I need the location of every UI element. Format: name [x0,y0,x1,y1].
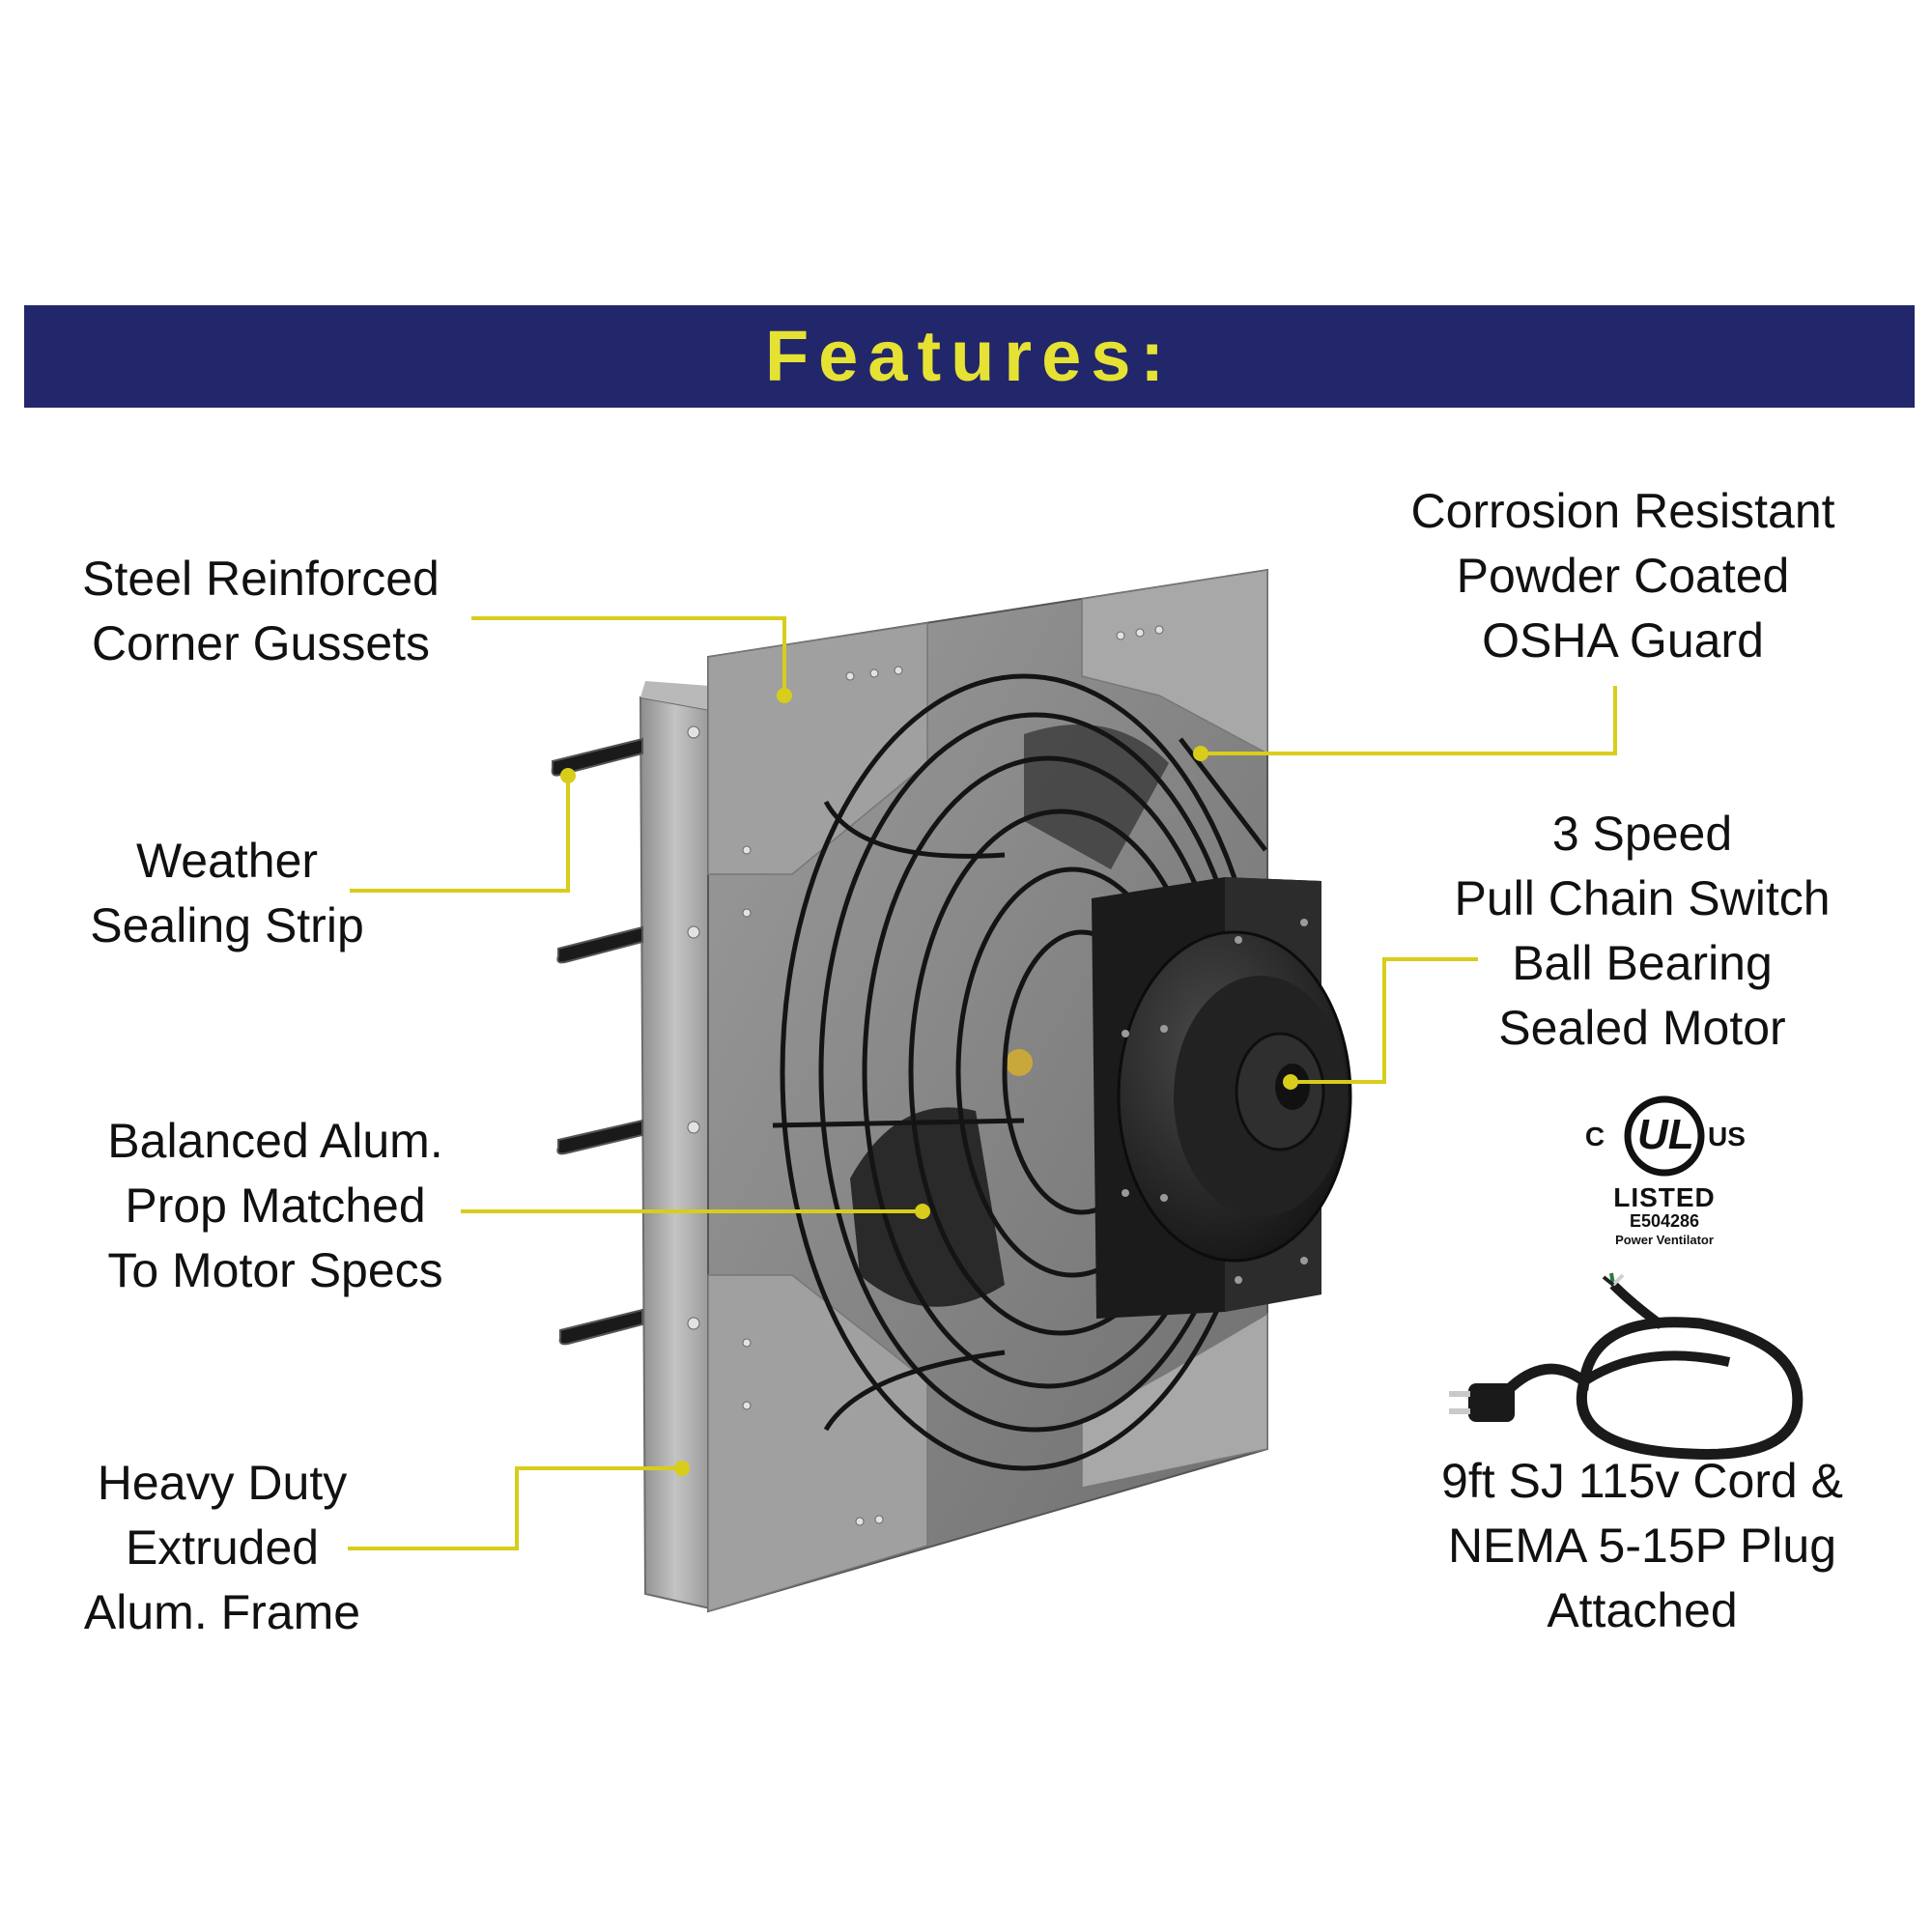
callout-line-frame [348,1466,682,1550]
callout-text: Balanced Alum. [107,1114,443,1168]
callout-text: Steel Reinforced [82,552,440,606]
features-banner: Features: [24,305,1915,408]
callout-text: Sealing Strip [90,898,364,952]
power-cord-image [1449,1272,1804,1460]
callout-text: 9ft SJ 115v Cord & [1441,1454,1843,1508]
callout-prop: Balanced Alum. Prop Matched To Motor Spe… [72,1109,478,1303]
callout-text: OSHA Guard [1482,613,1764,668]
ul-letters: UL [1637,1111,1694,1158]
callout-guard: Corrosion Resistant Powder Coated OSHA G… [1381,479,1864,673]
callout-text: Extruded [125,1520,320,1575]
banner-title: Features: [764,316,1175,396]
weather-sealing-strip [551,737,643,1346]
callout-motor: 3 Speed Pull Chain Switch Ball Bearing S… [1410,802,1874,1061]
ul-c: C [1584,1122,1605,1151]
callout-text: 3 Speed [1551,807,1733,861]
callout-text: Prop Matched [125,1179,426,1233]
callout-text: Attached [1547,1583,1738,1637]
callout-text: NEMA 5-15P Plug [1447,1519,1837,1573]
callout-frame: Heavy Duty Extruded Alum. Frame [58,1451,386,1645]
callout-text: Heavy Duty [97,1456,348,1510]
ul-us: US [1708,1122,1746,1151]
callout-text: Sealed Motor [1498,1001,1786,1055]
callout-sealing-strip: Weather Sealing Strip [58,829,396,958]
motor [1092,877,1352,1319]
callout-lines [348,616,1617,1550]
callout-line-guard [1201,686,1617,755]
callout-dots [560,688,1298,1476]
ul-category: Power Ventilator [1615,1233,1714,1247]
callout-text: Weather [135,834,319,888]
ul-file-number: E504286 [1629,1211,1700,1231]
callout-gussets: Steel Reinforced Corner Gussets [58,547,464,676]
callout-text: Powder Coated [1456,549,1790,603]
extruded-frame [639,681,711,1610]
ul-listed: LISTED [1613,1182,1716,1212]
ul-listed-mark: C UL US LISTED E504286 Power Ventilator [1584,1090,1746,1254]
ul-logo-icon [1624,1095,1705,1177]
callout-text: Ball Bearing [1512,936,1773,990]
callout-text: Corner Gussets [91,616,431,670]
callout-cord: 9ft SJ 115v Cord & NEMA 5-15P Plug Attac… [1401,1449,1884,1643]
callout-text: Alum. Frame [83,1585,361,1639]
callout-line-gussets [471,616,786,696]
callout-text: To Motor Specs [107,1243,443,1297]
callout-text: Corrosion Resistant [1410,484,1835,538]
callout-line-motor [1291,957,1478,1084]
callout-text: Pull Chain Switch [1454,871,1831,925]
callout-line-sealing-strip [350,776,570,893]
